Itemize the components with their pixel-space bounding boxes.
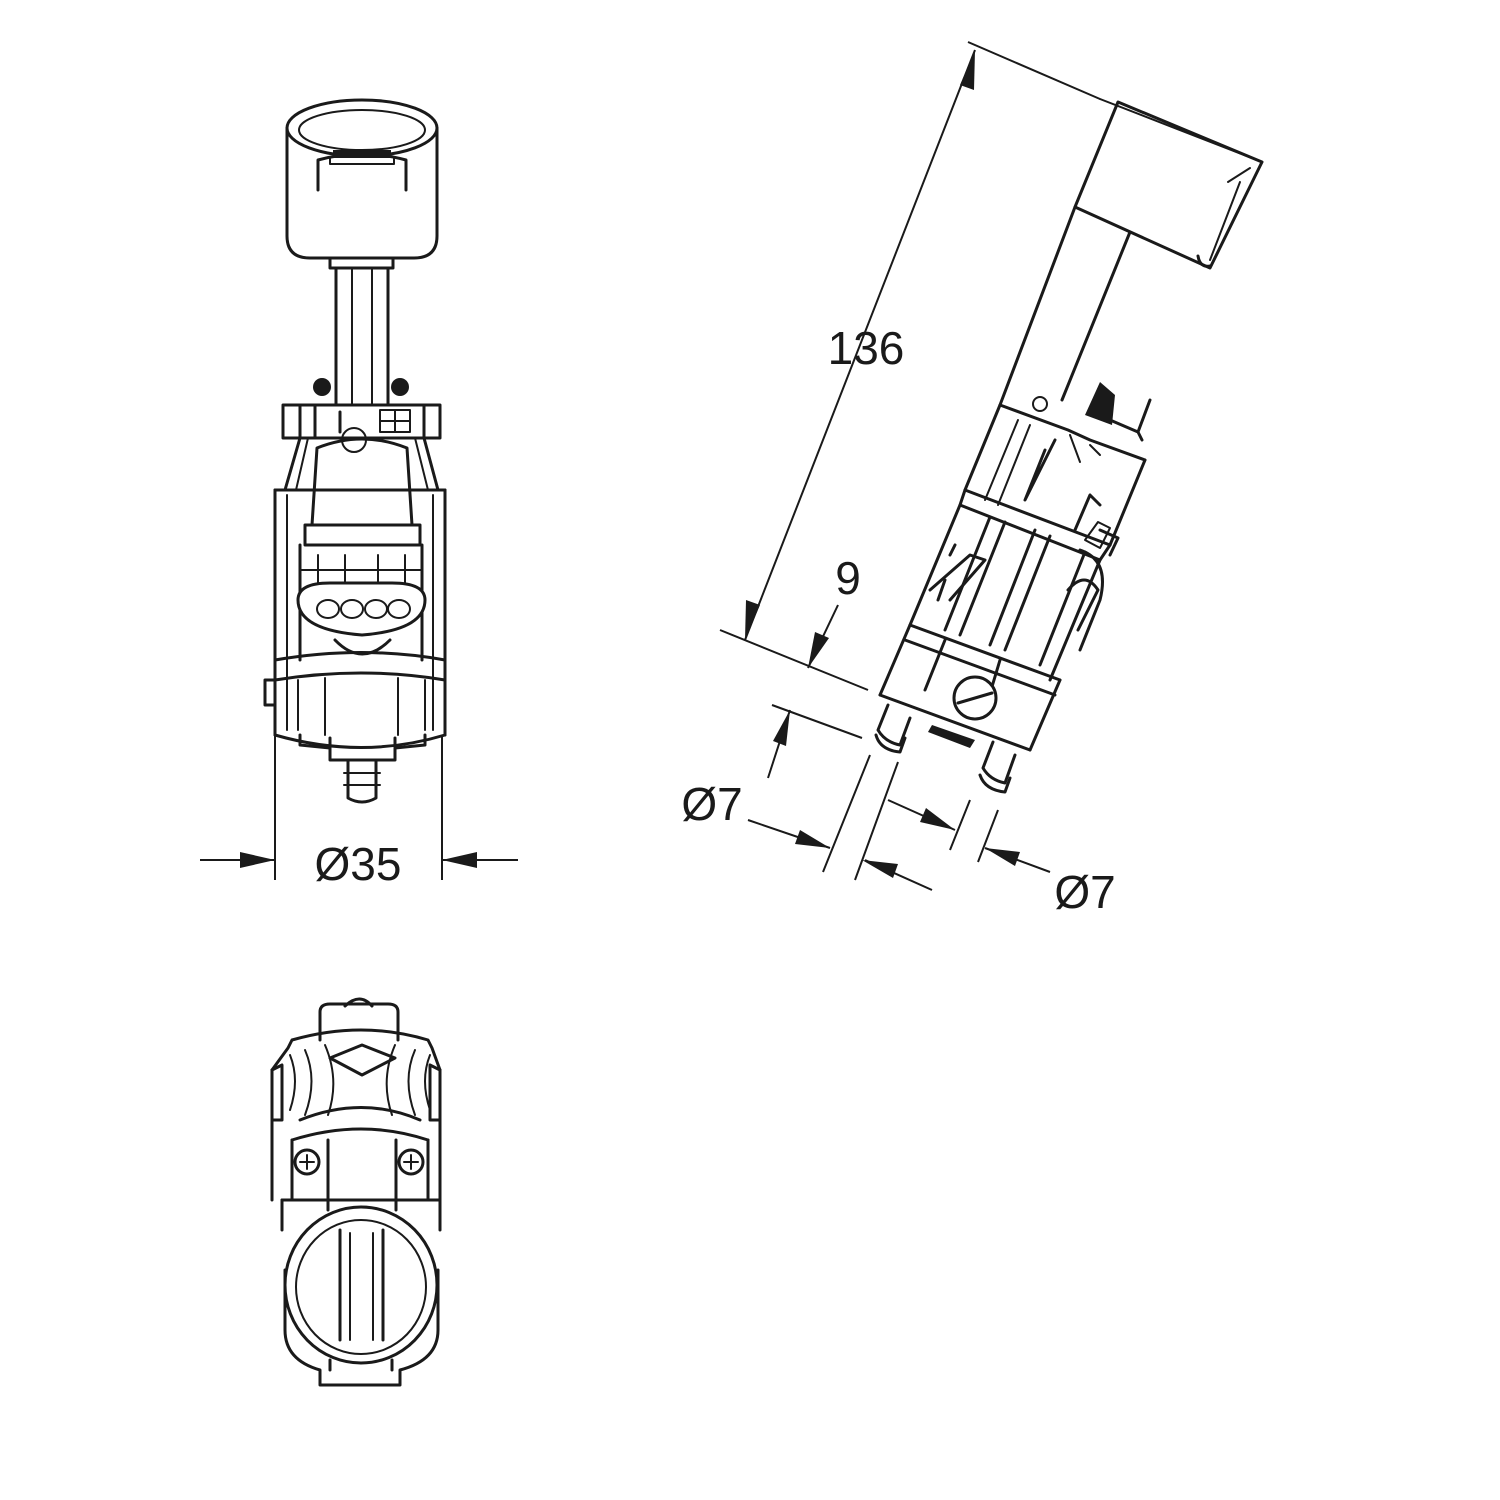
isometric-view [874, 98, 1264, 794]
dim-label-diameter-left-nipple: Ø7 [681, 778, 742, 830]
iso-clip [998, 382, 1152, 463]
dim-label-offset: 9 [835, 552, 861, 604]
iso-bottom-slot [928, 725, 975, 748]
front-piston [303, 427, 422, 547]
dimension-offset: 9 [807, 552, 861, 669]
iso-nipple-right [978, 740, 1017, 794]
dimension-diameter-body: Ø35 [200, 735, 518, 890]
bottom-view [270, 997, 442, 1387]
dimension-diameter-right-nipple: Ø7 [887, 799, 1116, 918]
front-view [263, 98, 447, 804]
dim-label-overall-length: 136 [828, 322, 905, 374]
dimension-overall-length: 136 [719, 41, 1101, 691]
front-nipple [343, 758, 381, 804]
dimension-diameter-left-nipple: Ø7 [681, 704, 933, 891]
iso-cap [1073, 98, 1264, 270]
front-body [263, 488, 447, 762]
front-clip-assembly [281, 378, 442, 492]
iso-nipple-left [874, 703, 912, 754]
dim-label-diameter-body: Ø35 [315, 838, 402, 890]
iso-body [878, 403, 1147, 752]
iso-stem [998, 205, 1132, 407]
front-stem [328, 256, 395, 407]
dim-label-diameter-right-nipple: Ø7 [1054, 866, 1115, 918]
front-cap [285, 98, 439, 260]
